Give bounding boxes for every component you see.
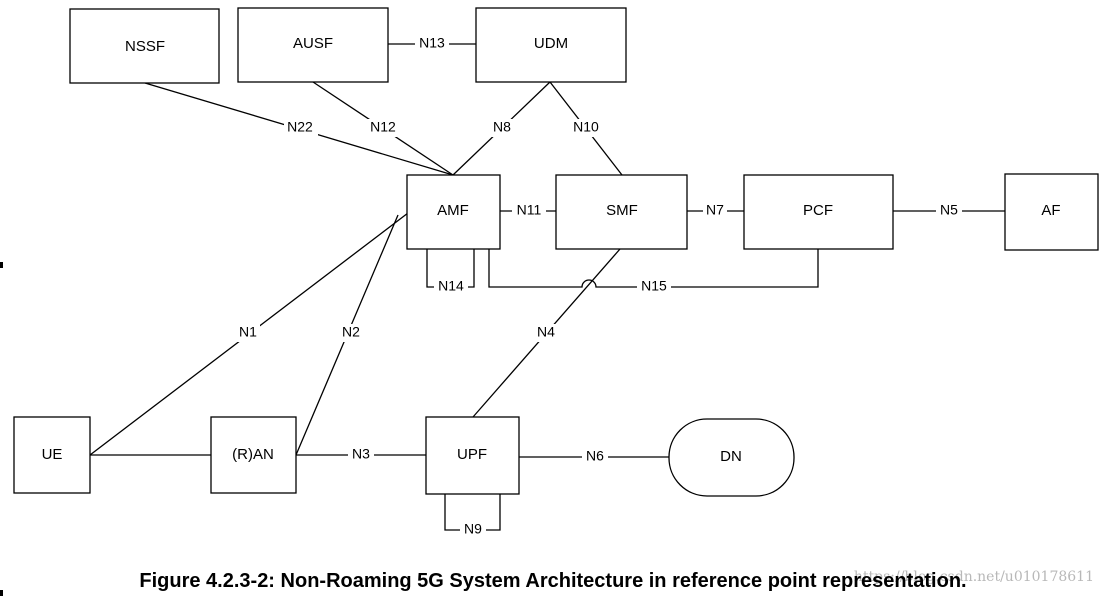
udm-box <box>475 7 627 83</box>
ref-n13: N13 <box>419 35 445 51</box>
dn-label: DN <box>720 448 742 465</box>
nssf-label: NSSF <box>125 38 165 55</box>
upf-label: UPF <box>457 446 487 463</box>
link-amf-pcf-n15 <box>488 249 819 288</box>
ref-n11: N11 <box>517 202 542 218</box>
smf-box <box>555 174 688 250</box>
dn-box <box>668 418 795 497</box>
ref-n6: N6 <box>586 448 604 464</box>
ref-n15: N15 <box>641 278 667 294</box>
smf-label: SMF <box>606 202 638 219</box>
ausf-label: AUSF <box>293 35 333 52</box>
nodes <box>13 7 1099 497</box>
ref-n5: N5 <box>940 202 958 218</box>
reference-labels: N22 N12 N8 N10 N13 N11 N7 N5 N14 N15 N1 … <box>236 35 962 539</box>
watermark: https://blog.csdn.net/u010178611 <box>853 569 1094 585</box>
udm-label: UDM <box>534 35 568 52</box>
amf-box <box>406 174 501 250</box>
ref-n9: N9 <box>464 521 482 537</box>
ref-n4: N4 <box>537 324 555 340</box>
pcf-label: PCF <box>803 202 833 219</box>
figure-caption: Figure 4.2.3-2: Non-Roaming 5G System Ar… <box>139 570 967 592</box>
ref-n3: N3 <box>352 446 370 462</box>
af-box <box>1004 173 1099 251</box>
ref-n2: N2 <box>342 324 360 340</box>
ue-box <box>13 416 91 494</box>
ref-n22: N22 <box>287 119 313 135</box>
nssf-box <box>69 8 220 84</box>
ref-n14: N14 <box>438 278 464 294</box>
upf-box <box>425 416 520 495</box>
amf-label: AMF <box>437 202 469 219</box>
ref-n1: N1 <box>239 324 257 340</box>
ausf-box <box>237 7 389 83</box>
af-label: AF <box>1041 202 1060 219</box>
left-edge-mark-bottom <box>0 590 3 596</box>
node-labels: NSSF AUSF UDM AMF SMF PCF AF UE (R)AN UP… <box>42 35 1061 465</box>
ref-n10: N10 <box>573 119 599 135</box>
architecture-diagram: NSSF AUSF UDM AMF SMF PCF AF UE (R)AN UP… <box>13 7 1099 539</box>
ref-n12: N12 <box>370 119 396 135</box>
ue-label: UE <box>42 446 63 463</box>
ran-box <box>210 416 297 494</box>
ran-label: (R)AN <box>232 446 274 463</box>
ref-n7: N7 <box>706 202 724 218</box>
left-edge-mark <box>0 262 3 268</box>
pcf-box <box>743 174 894 250</box>
ref-n8: N8 <box>493 119 511 135</box>
